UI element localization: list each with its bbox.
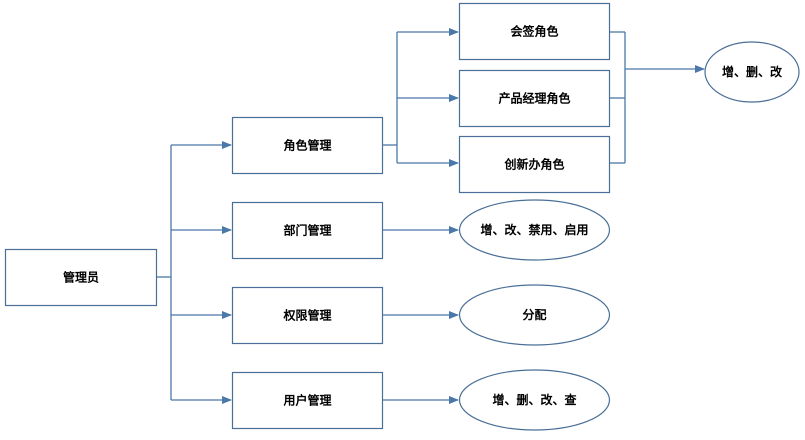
node-role-countersign[interactable]: 会签角色 <box>458 2 611 61</box>
node-user-actions[interactable]: 增、删、改、查 <box>458 369 611 431</box>
node-department-management[interactable]: 部门管理 <box>231 201 384 260</box>
connector-root-trunk <box>157 145 172 400</box>
node-user-actions-label: 增、删、改、查 <box>492 392 577 407</box>
node-permission-management-label: 权限管理 <box>282 308 331 323</box>
node-permission-management[interactable]: 权限管理 <box>231 286 384 345</box>
node-role-innovation-office[interactable]: 创新办角色 <box>458 135 611 194</box>
node-role-actions-label: 增、删、改 <box>722 64 783 79</box>
node-role-management-label: 角色管理 <box>283 138 331 153</box>
node-admin[interactable]: 管理员 <box>4 248 158 307</box>
node-department-actions-label: 增、改、禁用、启用 <box>480 222 588 237</box>
node-user-management-label: 用户管理 <box>282 393 331 408</box>
node-department-actions[interactable]: 增、改、禁用、启用 <box>458 199 611 261</box>
connector-role-trunk <box>383 32 398 163</box>
node-role-management[interactable]: 角色管理 <box>231 116 384 175</box>
node-role-innovation-office-label: 创新办角色 <box>503 157 564 172</box>
node-permission-actions-label: 分配 <box>522 307 546 322</box>
node-role-actions[interactable]: 增、删、改 <box>704 41 800 103</box>
node-admin-label: 管理员 <box>63 270 99 285</box>
node-permission-actions[interactable]: 分配 <box>458 284 611 346</box>
node-role-product-manager-label: 产品经理角色 <box>498 91 570 106</box>
node-department-management-label: 部门管理 <box>283 223 331 238</box>
connector-roles-merge <box>610 31 626 164</box>
node-user-management[interactable]: 用户管理 <box>231 371 384 430</box>
node-role-countersign-label: 会签角色 <box>510 24 558 39</box>
node-role-product-manager[interactable]: 产品经理角色 <box>458 69 611 128</box>
